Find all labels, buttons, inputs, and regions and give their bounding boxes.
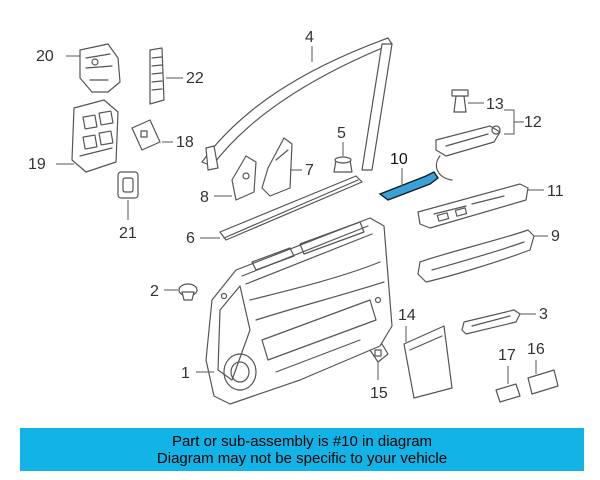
part-21-switch [117, 171, 139, 199]
part-8-mirror-bracket [231, 155, 257, 201]
callout-19: 19 [28, 156, 46, 173]
part-14-trim-panel [403, 325, 453, 399]
part-2-clip [178, 283, 198, 301]
info-banner: Part or sub-assembly is #10 in diagram D… [20, 428, 584, 471]
callout-21: 21 [119, 225, 137, 242]
part-6-weatherstrip [219, 175, 363, 241]
banner-line-1: Part or sub-assembly is #10 in diagram [171, 432, 433, 450]
callout-13: 13 [486, 96, 504, 113]
callout-17: 17 [498, 347, 516, 364]
part-10-highlighted-trim [378, 171, 439, 201]
part-13-clip [451, 89, 469, 113]
callout-5: 5 [337, 125, 346, 142]
callout-3: 3 [539, 306, 548, 323]
part-12-handle-assembly [435, 125, 501, 181]
callout-16: 16 [527, 341, 545, 358]
callout-14: 14 [398, 307, 416, 324]
callout-11: 11 [547, 183, 564, 200]
part-16-cap [527, 369, 559, 395]
part-7-pillar-trim [261, 137, 293, 197]
part-22-strip [149, 47, 165, 105]
callout-15: 15 [370, 385, 388, 402]
part-3-pull-handle [461, 309, 521, 335]
part-17-cap [495, 383, 521, 403]
part-20-bracket [79, 43, 121, 93]
callout-9: 9 [551, 228, 560, 245]
callout-12: 12 [524, 114, 542, 131]
part-11-armrest-upper [417, 183, 529, 229]
callout-4: 4 [305, 29, 314, 46]
part-1-door-trim-panel [205, 217, 393, 405]
part-18-switch-cover [131, 119, 161, 151]
callout-6: 6 [186, 230, 195, 247]
callout-7: 7 [305, 162, 314, 179]
callout-1: 1 [181, 365, 190, 382]
callout-18: 18 [176, 134, 194, 151]
callout-10: 10 [390, 151, 408, 168]
callout-2: 2 [150, 283, 159, 300]
callout-8: 8 [200, 189, 209, 206]
part-9-armrest-lower [417, 229, 535, 283]
part-4-frame-molding [201, 37, 393, 171]
part-5-clip [333, 156, 353, 173]
leader-12 [504, 109, 524, 135]
part-19-switch-panel [71, 99, 119, 173]
banner-line-2: Diagram may not be specific to your vehi… [156, 449, 448, 467]
callout-20: 20 [36, 48, 54, 65]
callout-22: 22 [186, 70, 204, 87]
